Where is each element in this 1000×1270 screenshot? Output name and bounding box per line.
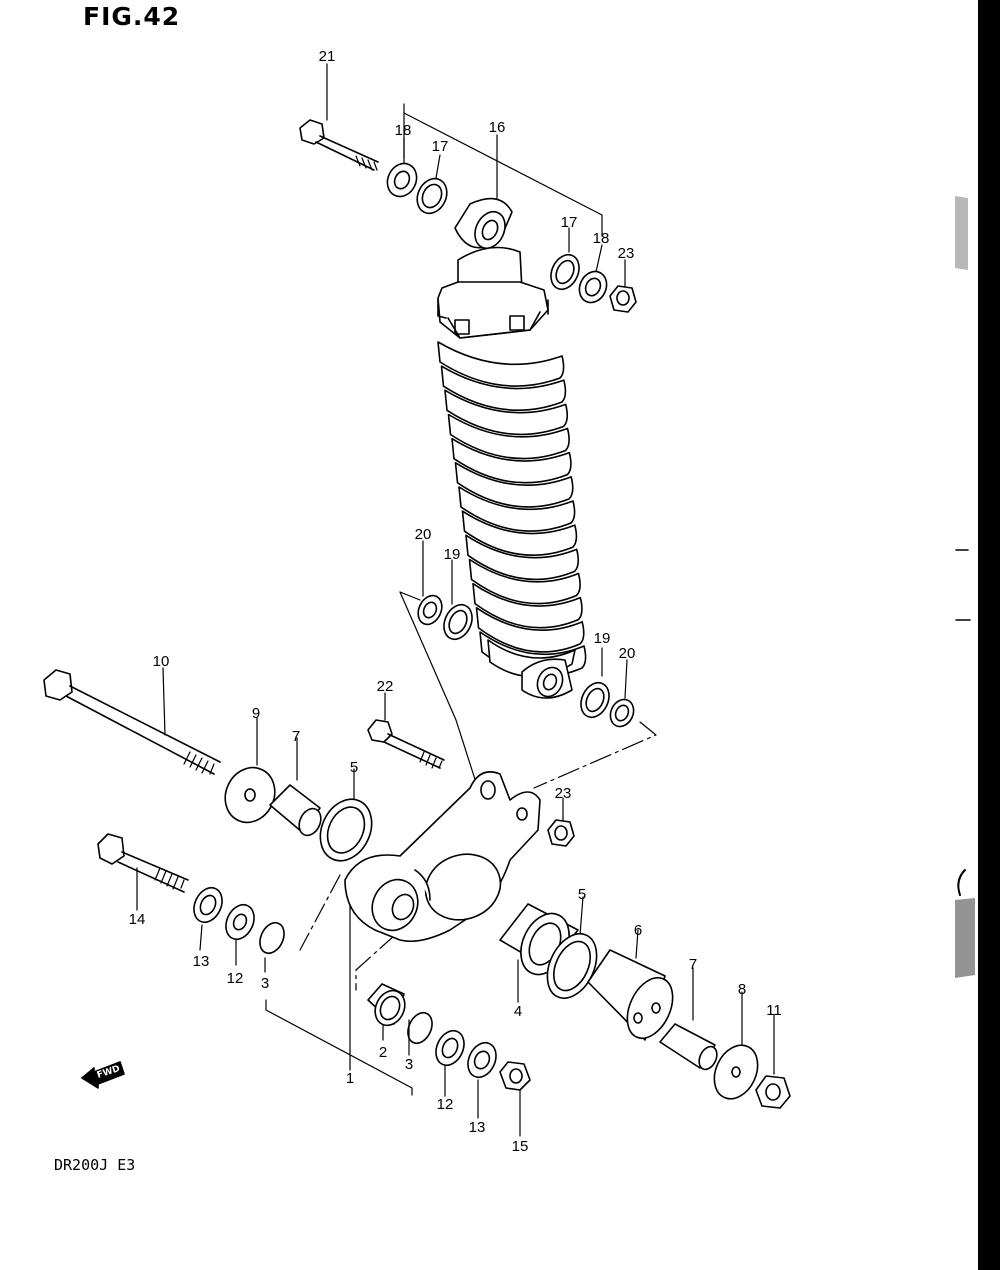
scan-edge-artifact — [955, 0, 1000, 1270]
small-parts — [193, 162, 791, 1109]
callout-5: 5 — [350, 759, 358, 776]
bolt-21 — [299, 119, 379, 171]
callout-3: 3 — [405, 1056, 413, 1073]
rear-shock-absorber — [437, 197, 587, 699]
callout-18: 18 — [395, 122, 412, 139]
callout-6: 6 — [634, 922, 642, 939]
model-code: DR200J E3 — [54, 1156, 136, 1174]
callout-12: 12 — [437, 1096, 454, 1113]
callout-5: 5 — [578, 886, 586, 903]
callout-7: 7 — [292, 728, 300, 745]
callout-20: 20 — [415, 526, 432, 543]
callout-19: 19 — [444, 546, 461, 563]
callout-13: 13 — [193, 953, 210, 970]
callout-23: 23 — [555, 785, 572, 802]
callout-14: 14 — [129, 911, 146, 928]
callout-4: 4 — [514, 1003, 522, 1020]
bolt-22 — [367, 719, 445, 769]
callout-21: 21 — [319, 48, 336, 65]
callout-20: 20 — [619, 645, 636, 662]
callout-8: 8 — [738, 981, 746, 998]
figure-title: FIG.42 — [83, 2, 181, 31]
callout-13: 13 — [469, 1119, 486, 1136]
callout-11: 11 — [766, 1002, 782, 1019]
callout-18: 18 — [593, 230, 610, 247]
callout-10: 10 — [153, 653, 170, 670]
callout-12: 12 — [227, 970, 244, 987]
callout-7: 7 — [689, 956, 697, 973]
callout-3: 3 — [261, 975, 269, 992]
fwd-arrow-icon: FWD — [81, 1061, 125, 1089]
callout-9: 9 — [252, 705, 260, 722]
coil-spring — [437, 341, 587, 677]
callout-17: 17 — [432, 138, 449, 155]
callout-15: 15 — [512, 1138, 529, 1155]
callout-19: 19 — [594, 630, 611, 647]
callout-23: 23 — [618, 245, 635, 262]
callout-16: 16 — [489, 119, 506, 136]
bolt-10 — [43, 669, 221, 775]
callout-1: 1 — [346, 1070, 354, 1087]
callout-22: 22 — [377, 678, 394, 695]
cushion-lever — [344, 771, 541, 943]
callout-2: 2 — [379, 1044, 387, 1061]
callout-17: 17 — [561, 214, 578, 231]
bolt-14 — [97, 833, 189, 893]
upper-eye-bushing — [454, 197, 513, 250]
